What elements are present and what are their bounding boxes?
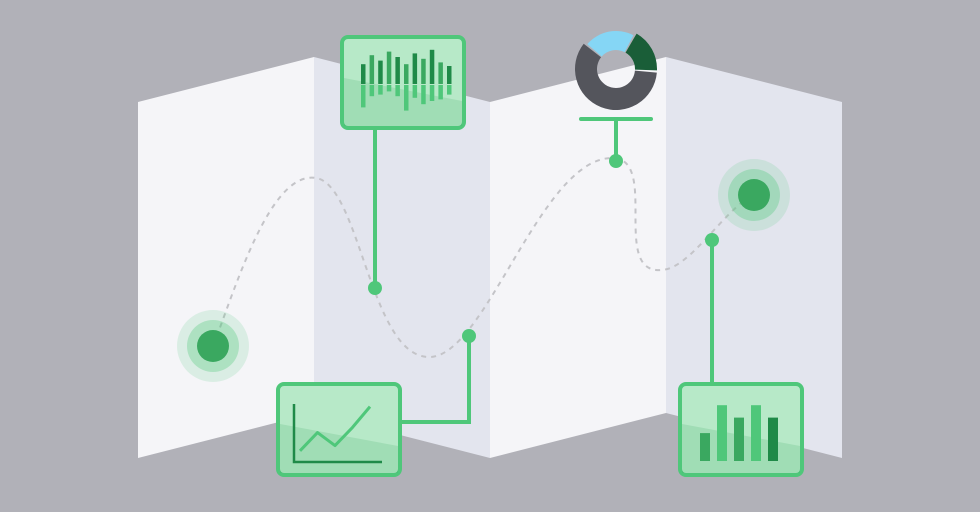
end-location-pin bbox=[718, 159, 790, 231]
waveform-bar-down bbox=[378, 85, 383, 95]
start-location-pin bbox=[177, 310, 249, 382]
bar-chart-bar bbox=[717, 405, 727, 461]
waveform-anchor-dot bbox=[368, 281, 382, 295]
folded-map bbox=[138, 57, 842, 458]
donut-slice bbox=[625, 33, 657, 71]
waveform-bar-down bbox=[438, 85, 443, 100]
line-chart-icon bbox=[298, 405, 372, 452]
waveform-bar-down bbox=[386, 85, 392, 92]
waveform-bar-up bbox=[438, 62, 443, 84]
waveform-bar-up bbox=[447, 66, 452, 84]
bar-chart-bar bbox=[751, 405, 761, 461]
bar-chart-anchor-dot bbox=[705, 233, 719, 247]
bar-chart-card bbox=[678, 382, 804, 477]
bar-chart-bar bbox=[700, 433, 710, 461]
line-chart-axes bbox=[292, 404, 382, 464]
waveform-bar-down bbox=[361, 85, 366, 108]
waveform-bar-down bbox=[429, 85, 435, 101]
location-pin-icon bbox=[738, 179, 770, 211]
location-pin-icon bbox=[197, 330, 229, 362]
waveform-bar-down bbox=[412, 85, 418, 98]
bar-chart-icon bbox=[700, 405, 778, 461]
waveform-bar-up bbox=[361, 64, 366, 84]
waveform-bar-up bbox=[404, 64, 409, 84]
waveform-bar-up bbox=[429, 49, 435, 84]
waveform-bar-up bbox=[386, 51, 392, 84]
donut-slice bbox=[587, 30, 634, 57]
waveform-bar-down bbox=[447, 85, 452, 95]
line-chart-connector bbox=[398, 334, 471, 424]
map-panel-3 bbox=[490, 57, 666, 458]
waveform-bar-up bbox=[412, 53, 418, 84]
donut-anchor-dot bbox=[609, 154, 623, 168]
waveform-bar-down bbox=[369, 85, 375, 97]
line-chart-anchor-dot bbox=[462, 329, 476, 343]
waveform-bar-down bbox=[395, 85, 400, 97]
waveform-bar-down bbox=[404, 85, 409, 111]
map-panel-1 bbox=[138, 57, 314, 458]
callout-connectors bbox=[368, 117, 719, 424]
waveform-bar-up bbox=[378, 60, 383, 84]
map-panel-2 bbox=[314, 57, 490, 458]
waveform-bar-up bbox=[369, 55, 375, 84]
line-chart-card bbox=[276, 382, 402, 477]
bar-chart-bar bbox=[734, 417, 744, 461]
waveform-bar-down bbox=[421, 85, 426, 105]
donut-slice bbox=[574, 43, 657, 111]
waveform-bar-up bbox=[421, 58, 426, 84]
waveform-bar-up bbox=[395, 57, 400, 84]
bar-waveform-icon bbox=[361, 49, 452, 111]
waveform-card bbox=[340, 35, 466, 130]
bar-chart-bar bbox=[768, 417, 778, 461]
donut-chart-icon bbox=[574, 30, 657, 111]
